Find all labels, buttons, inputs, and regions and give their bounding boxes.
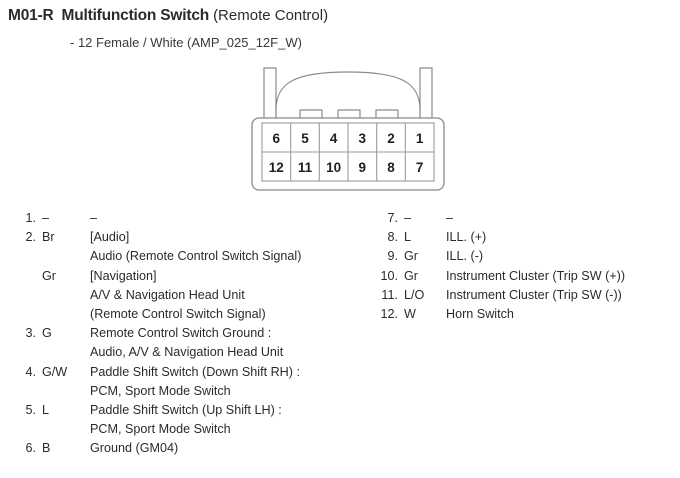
pin-description: Instrument Cluster (Trip SW (-)) (446, 287, 622, 302)
pin-cell-10: 10 (326, 160, 341, 175)
pin-row: 12. W Horn Switch (374, 305, 674, 324)
pin-row: 7.–– (374, 209, 674, 228)
pin-number: 11. (381, 287, 398, 302)
pin-wire-color: Gr (404, 249, 418, 264)
pin-row: Audio (Remote Control Switch Signal) (8, 247, 368, 266)
pin-row: 4. G/W Paddle Shift Switch (Down Shift RH)… (8, 363, 368, 382)
pin-number: 9. (387, 249, 398, 264)
connector-left-tab (263, 67, 277, 125)
pin-row: 9. Gr ILL. (-) (374, 247, 674, 266)
connector-right-tab (419, 67, 433, 125)
pin-row: 11. L/O Instrument Cluster (Trip SW (-)) (374, 286, 674, 305)
pin-description: Audio, A/V & Navigation Head Unit (90, 345, 284, 360)
pin-description: Audio (Remote Control Switch Signal) (90, 249, 302, 264)
pin-number: 2. (25, 230, 36, 245)
pin-description: Instrument Cluster (Trip SW (+)) (446, 268, 626, 283)
pin-description: Paddle Shift Switch (Up Shift LH) : (90, 402, 282, 417)
pin-cell-3: 3 (359, 131, 367, 146)
pin-description: PCM, Sport Mode Switch (90, 383, 231, 398)
pin-number: 12. (380, 306, 398, 321)
pin-cell-6: 6 (273, 131, 281, 146)
pin-wire-color: – (42, 211, 50, 225)
pin-cell-9: 9 (359, 160, 367, 175)
pin-cell-2: 2 (387, 131, 395, 146)
pin-description: – (90, 211, 98, 225)
pin-wire-color: Gr (42, 268, 56, 283)
pin-row: PCM, Sport Mode Switch (8, 420, 368, 439)
pin-wire-color: – (404, 211, 412, 225)
pin-wire-color: L (42, 402, 50, 417)
page-title: M01-R Multifunction Switch(Remote Control… (8, 7, 328, 25)
connector-code: M01-R (8, 7, 54, 24)
pin-row: (Remote Control Switch Signal) (8, 305, 368, 324)
pin-row: 5. L Paddle Shift Switch (Up Shift LH) : (8, 401, 368, 420)
connector-diagram: 6 5 4 3 2 1 12 11 10 9 8 7 (248, 66, 448, 192)
pin-number: 10. (380, 268, 398, 283)
pin-row: 2. Br [Audio] (8, 228, 368, 247)
pin-description: PCM, Sport Mode Switch (90, 422, 231, 437)
pin-description: ILL. (-) (446, 249, 484, 264)
pin-cell-5: 5 (301, 131, 309, 146)
pin-wire-color: B (42, 441, 51, 456)
pin-row: 3. G Remote Control Switch Ground : (8, 324, 368, 343)
pin-number: 1. (25, 211, 36, 225)
pin-description: Paddle Shift Switch (Down Shift RH) : (90, 364, 300, 379)
pin-wire-color: Gr (404, 268, 418, 283)
pin-description: Horn Switch (446, 306, 514, 321)
pin-row: 8. L ILL. (+) (374, 228, 674, 247)
pin-wire-color: Br (42, 230, 55, 245)
pin-list-left: 1.––2.Br[Audio]Audio (Remote Control Swi… (8, 209, 368, 458)
pin-cell-1: 1 (416, 131, 424, 146)
pin-row: PCM, Sport Mode Switch (8, 382, 368, 401)
pin-number: 6. (25, 441, 36, 456)
pin-description: Ground (GM04) (90, 441, 179, 456)
pin-cell-4: 4 (330, 131, 338, 146)
connector-subtitle: - 12 Female / White (AMP_025_12F_W) (70, 35, 302, 50)
pin-number: 4. (25, 364, 36, 379)
pin-number: 5. (25, 402, 36, 417)
pin-row: A/V & Navigation Head Unit (8, 286, 368, 305)
connector-qualifier: (Remote Control) (213, 7, 329, 24)
pin-wire-color: W (404, 306, 416, 321)
pin-row: Gr [Navigation] (8, 267, 368, 286)
pin-cell-8: 8 (387, 160, 395, 175)
connector-latch-arch (275, 71, 421, 125)
pin-number: 7. (387, 211, 398, 225)
pin-description: ILL. (+) (446, 230, 487, 245)
pin-row: Audio, A/V & Navigation Head Unit (8, 343, 368, 362)
pin-row: 6. B Ground (GM04) (8, 439, 368, 458)
pin-cell-7: 7 (416, 160, 424, 175)
pin-description: – (446, 211, 454, 225)
pin-wire-color: L/O (404, 287, 425, 302)
pin-description: Remote Control Switch Ground : (90, 326, 272, 341)
pin-row: 10. Gr Instrument Cluster (Trip SW (+)) (374, 267, 674, 286)
pin-description: [Audio] (90, 230, 130, 245)
connector-name: Multifunction Switch (61, 7, 210, 24)
pin-description: [Navigation] (90, 268, 157, 283)
pin-number: 3. (25, 326, 36, 341)
pin-wire-color: G (42, 326, 52, 341)
pin-cell-12: 12 (269, 160, 284, 175)
pin-cell-11: 11 (298, 160, 313, 175)
pin-description: A/V & Navigation Head Unit (90, 287, 245, 302)
pin-number: 8. (387, 230, 398, 245)
pin-wire-color: L (404, 230, 412, 245)
pin-wire-color: G/W (42, 364, 68, 379)
pin-row: 1.–– (8, 209, 368, 228)
pin-description: (Remote Control Switch Signal) (90, 306, 266, 321)
